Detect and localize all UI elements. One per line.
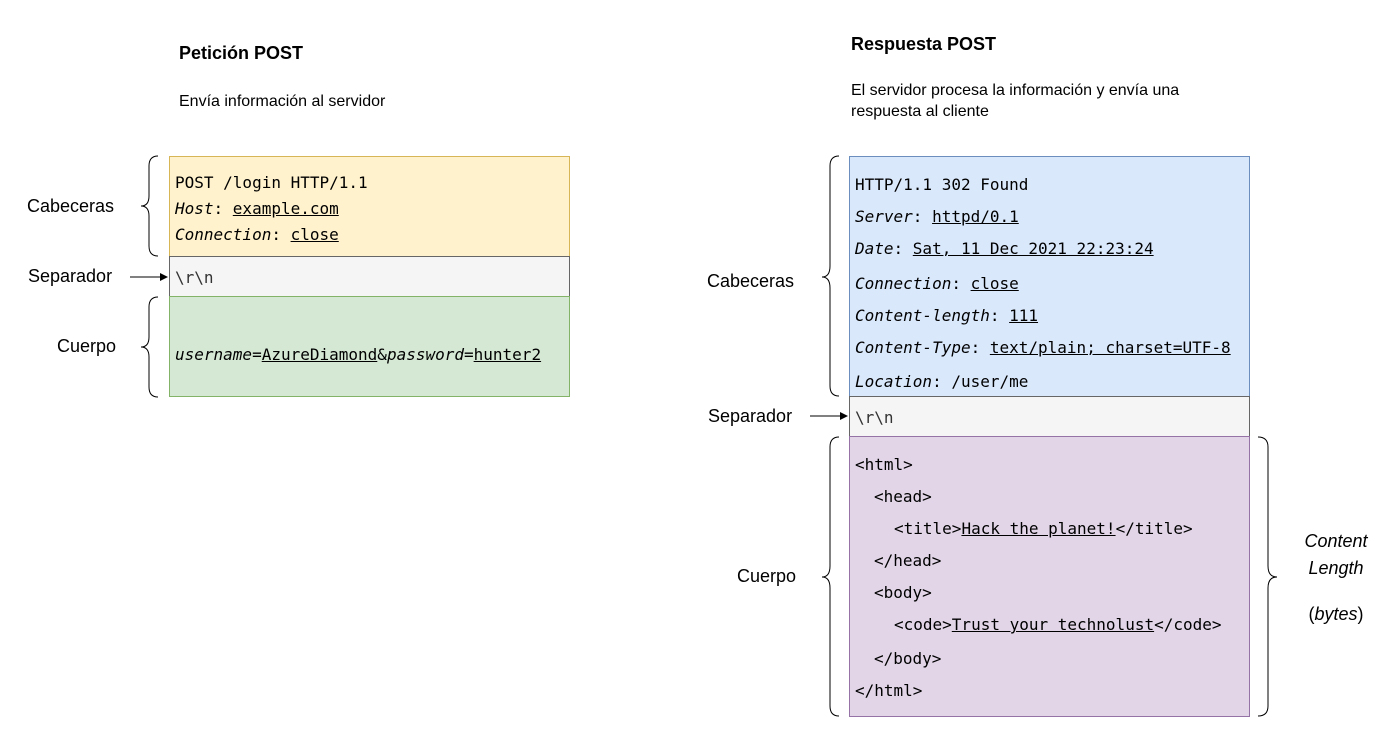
- content-length-unit: (bytes): [1293, 601, 1379, 628]
- header-key: Content-Type: [855, 338, 971, 357]
- response-header-date: Date: Sat, 11 Dec 2021 22:23:24: [855, 239, 1154, 258]
- header-value: example.com: [232, 199, 339, 218]
- status-line: HTTP/1.1 302 Found: [855, 175, 1029, 194]
- response-separator-label: Separador: [708, 406, 793, 426]
- header-value: close: [970, 274, 1019, 293]
- request-separator-label: Separador: [28, 266, 113, 286]
- content-length-line: Length: [1308, 558, 1364, 578]
- header-key: Location: [855, 372, 933, 391]
- header-key: Host: [175, 199, 214, 218]
- tag: <title>: [894, 519, 962, 538]
- response-header-content-length: Content-length: 111: [855, 306, 1039, 325]
- code-line: <code>Trust your technolust</code>: [894, 615, 1222, 634]
- param-value: AzureDiamond: [261, 345, 378, 364]
- header-key: Connection: [175, 225, 272, 244]
- request-headers-brace: [140, 155, 159, 257]
- response-header-server: Server: httpd/0.1: [855, 207, 1019, 226]
- response-separator-box: \r\n: [849, 396, 1250, 437]
- header-key: Server: [855, 207, 913, 226]
- request-body-label: Cuerpo: [57, 336, 117, 356]
- response-body-box: <html> <head> <title>Hack the planet!</t…: [849, 436, 1250, 717]
- response-header-connection: Connection: close: [855, 274, 1019, 293]
- header-value: 111: [1009, 306, 1039, 325]
- code-line: <head>: [874, 487, 932, 506]
- code-line: </html>: [855, 681, 923, 700]
- response-body-brace: [821, 436, 840, 717]
- tag: <code>: [894, 615, 952, 634]
- request-title: Petición POST: [179, 43, 304, 63]
- response-body-label: Cuerpo: [737, 566, 797, 586]
- response-description-line: respuesta al cliente: [851, 103, 989, 120]
- title-text: Hack the planet!: [961, 519, 1116, 538]
- separator-text: \r\n: [855, 408, 894, 427]
- unit-word: bytes: [1314, 604, 1358, 624]
- request-headers-box: POST /login HTTP/1.1 Host: example.com C…: [169, 156, 570, 257]
- header-value: httpd/0.1: [932, 207, 1019, 226]
- response-headers-brace: [821, 155, 840, 397]
- content-length-brace: [1257, 436, 1278, 717]
- header-key: Content-length: [855, 306, 990, 325]
- request-header-connection: Connection: close: [175, 225, 339, 244]
- paren: (: [1308, 604, 1315, 624]
- request-description: Envía información al servidor: [179, 93, 386, 110]
- request-headers-label: Cabeceras: [27, 196, 115, 216]
- code-text: Trust your technolust: [951, 615, 1155, 634]
- param-key: username: [175, 345, 253, 364]
- request-header-host: Host: example.com: [175, 199, 339, 218]
- request-line: POST /login HTTP/1.1: [175, 173, 368, 192]
- request-body-box: username=AzureDiamond&password=hunter2: [169, 296, 570, 397]
- header-value: close: [290, 225, 339, 244]
- header-value: /user/me: [951, 372, 1029, 391]
- separator-text: \r\n: [175, 268, 214, 287]
- header-value: Sat, 11 Dec 2021 22:23:24: [912, 239, 1154, 258]
- response-description-line: El servidor procesa la información y env…: [851, 82, 1180, 99]
- paren: ): [1357, 604, 1364, 624]
- response-description: El servidor procesa la información y env…: [851, 80, 1179, 122]
- param-value: hunter2: [473, 345, 542, 364]
- response-headers-label: Cabeceras: [707, 271, 795, 291]
- header-key: Connection: [855, 274, 952, 293]
- content-length-label: Content Length (bytes): [1293, 528, 1379, 628]
- header-key: Date: [855, 239, 894, 258]
- code-line: </head>: [874, 551, 942, 570]
- response-header-content-type: Content-Type: text/plain; charset=UTF-8: [855, 338, 1231, 357]
- code-line: </body>: [874, 649, 942, 668]
- code-line: <title>Hack the planet!</title>: [894, 519, 1193, 538]
- request-body-params: username=AzureDiamond&password=hunter2: [175, 345, 542, 364]
- response-title: Respuesta POST: [851, 34, 997, 54]
- param-key: password: [386, 345, 464, 364]
- code-line: <body>: [874, 583, 932, 602]
- request-body-brace: [140, 296, 159, 398]
- response-header-location: Location: /user/me: [855, 372, 1029, 391]
- response-headers-box: HTTP/1.1 302 Found Server: httpd/0.1 Dat…: [849, 156, 1250, 397]
- header-value: text/plain; charset=UTF-8: [989, 338, 1231, 357]
- tag: </code>: [1154, 615, 1222, 634]
- tag: </title>: [1115, 519, 1193, 538]
- code-line: <html>: [855, 455, 913, 474]
- content-length-line: Content: [1304, 531, 1368, 551]
